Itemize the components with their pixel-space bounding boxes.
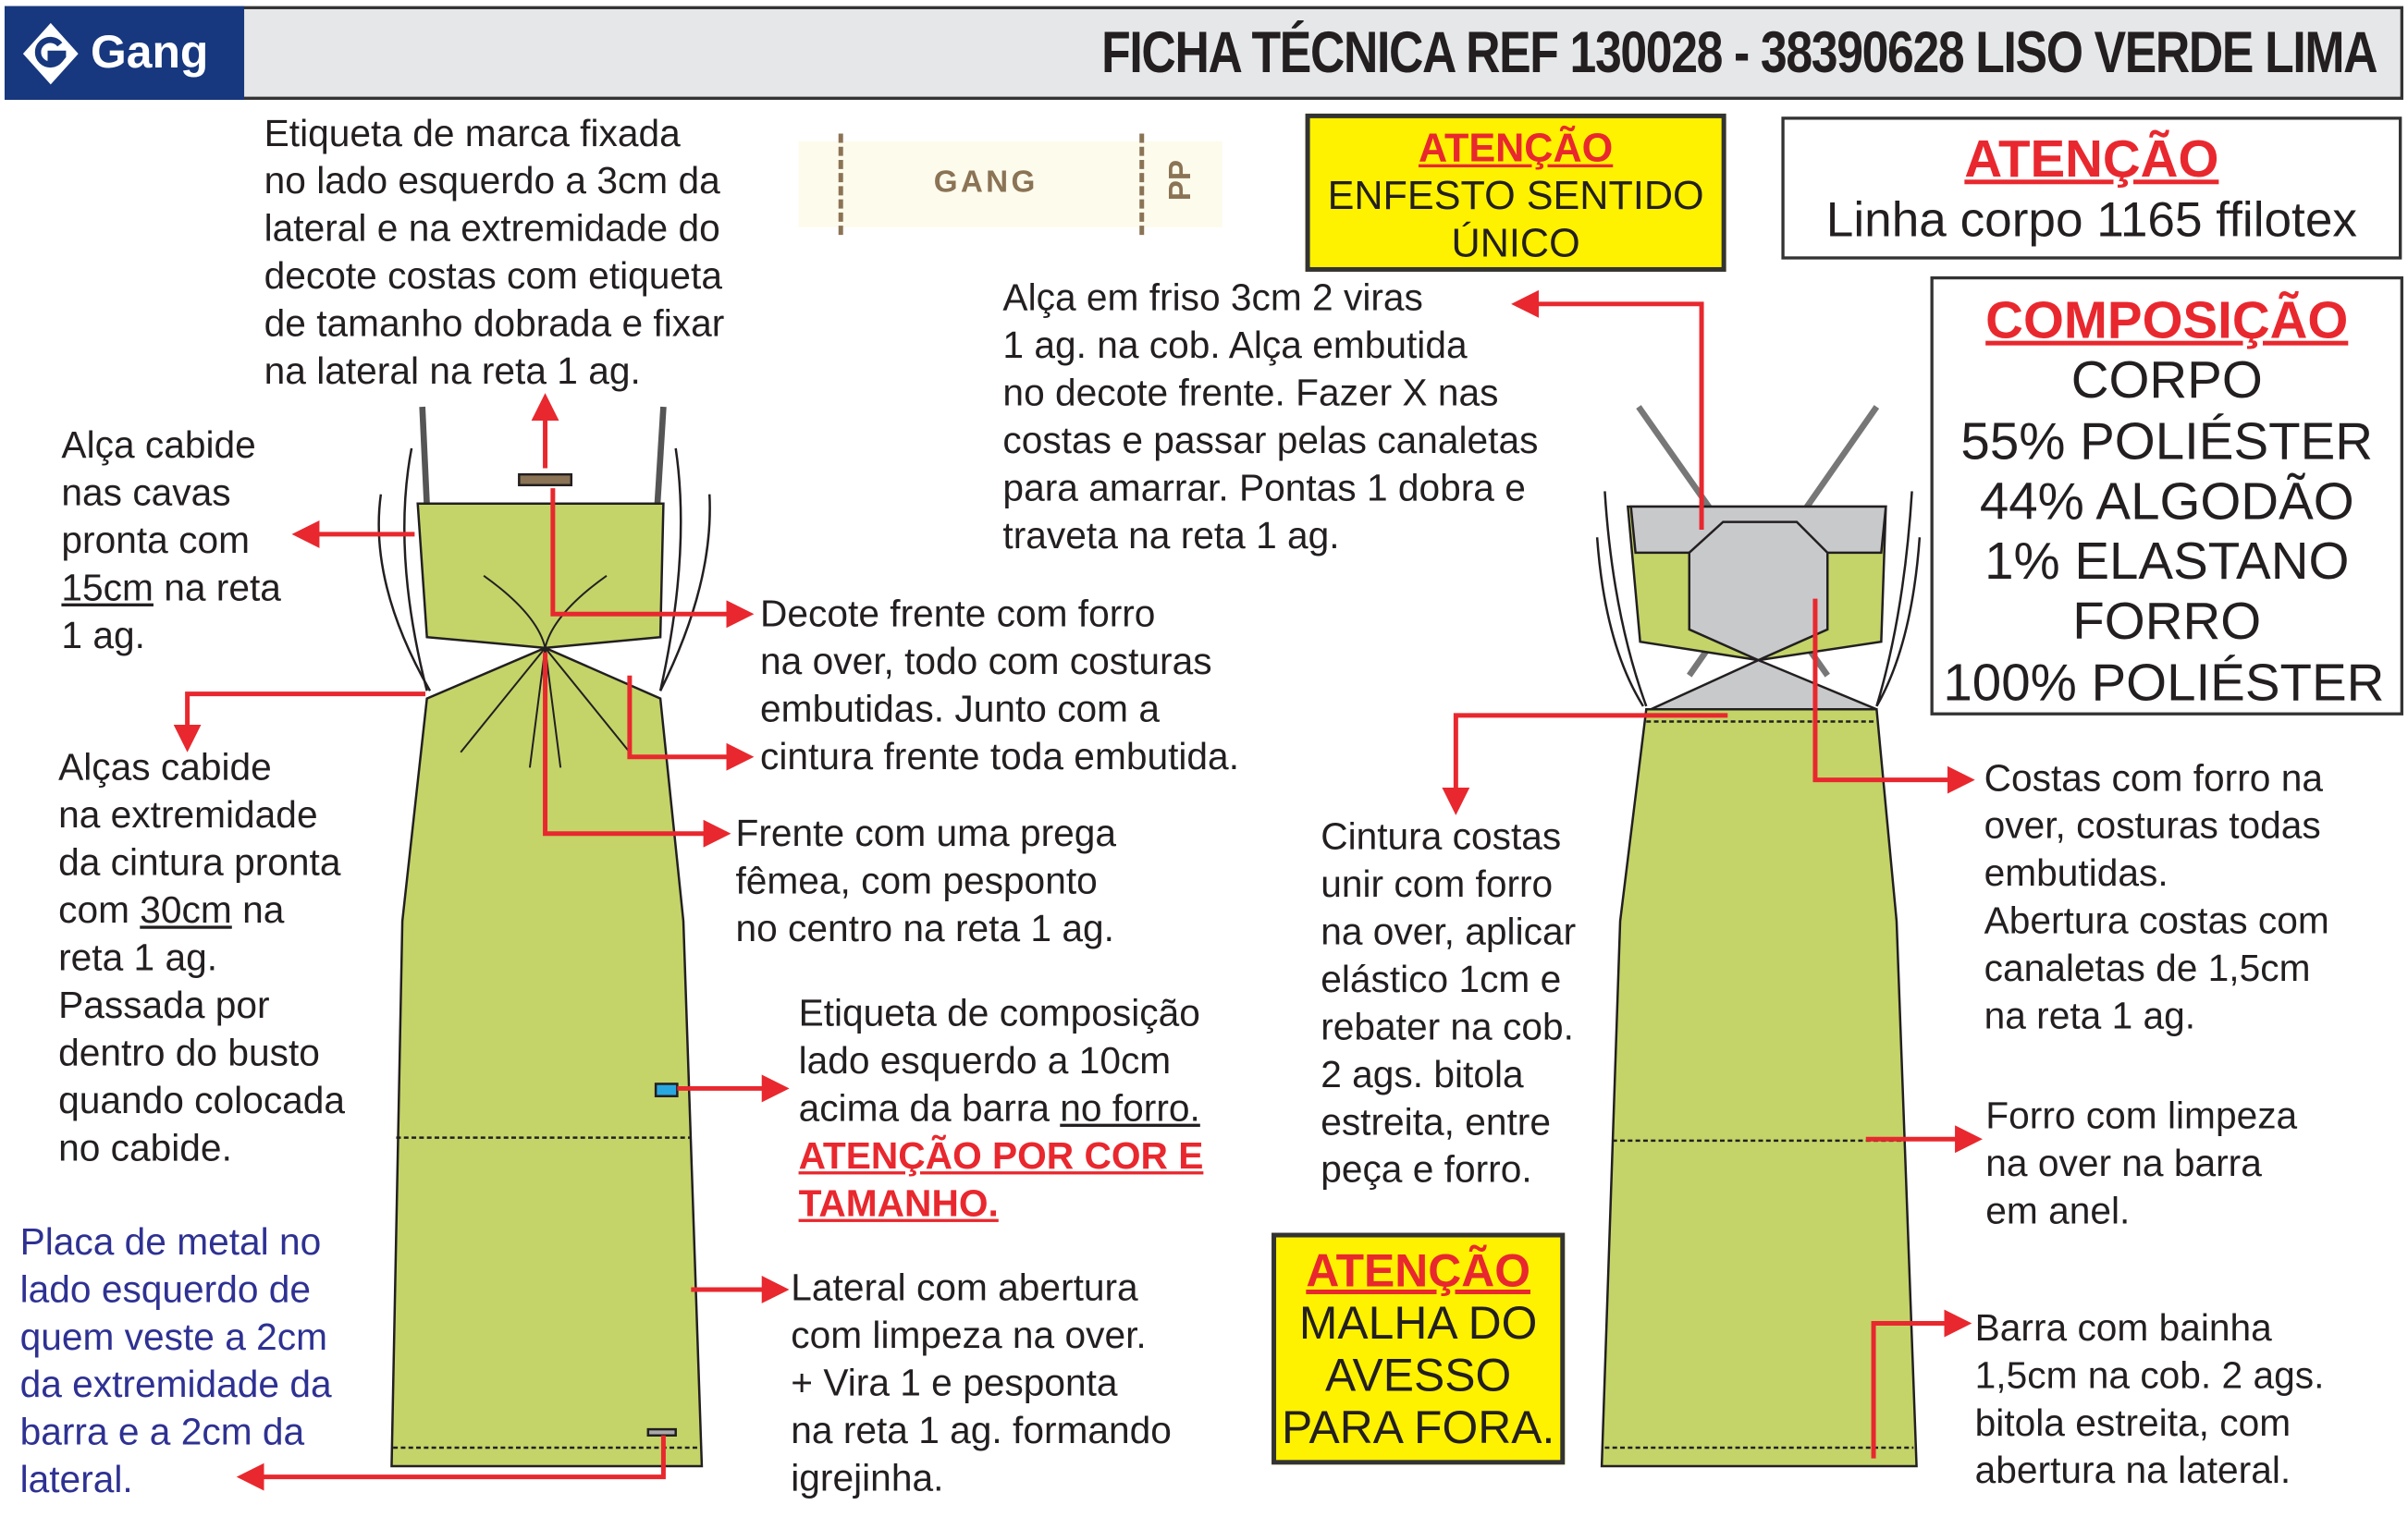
arrow xyxy=(1511,289,1704,530)
note-text: Alça cabide nas cavas pronta com xyxy=(61,425,256,562)
composition-line: 44% ALGODÃO xyxy=(1979,472,2354,532)
note-text: Etiqueta de composição lado esquerdo a 1… xyxy=(798,993,1200,1131)
composition-box: COMPOSIÇÃO CORPO 55% POLIÉSTER 44% ALGOD… xyxy=(1930,275,2403,716)
note-etiqueta-composicao: Etiqueta de composição lado esquerdo a 1… xyxy=(799,990,1204,1228)
arrow xyxy=(236,1435,666,1491)
note-lateral: Lateral com abertura com limpeza na over… xyxy=(791,1267,1172,1500)
note-alca-cabide: Alça cabide nas cavas pronta com 15cm na … xyxy=(61,422,281,660)
callout-arrows xyxy=(173,289,1983,1491)
note-costas: Costas com forro na over, costuras todas… xyxy=(1984,758,2329,1038)
note-measure: 30cm xyxy=(140,890,232,933)
note-decote: Decote frente com forro na over, todo co… xyxy=(760,593,1240,778)
note-alca-friso: Alça em friso 3cm 2 viras 1 ag. na cob. … xyxy=(1002,277,1539,557)
page-title: FICHA TÉCNICA REF 130028 - 38390628 LISO… xyxy=(1101,21,2378,86)
notice-line: MALHA DO xyxy=(1298,1298,1538,1350)
notice-line: ÚNICO xyxy=(1451,219,1580,266)
note-text: na reta 1 ag. xyxy=(61,568,281,657)
arrow xyxy=(1812,598,1975,794)
arrow xyxy=(173,691,426,752)
note-alcas-cintura: Alças cabide na extremidade da cintura p… xyxy=(58,744,345,1172)
arrow xyxy=(550,488,755,629)
notice-heading: ATENÇÃO xyxy=(1306,1246,1530,1298)
note-warning: ATENÇÃO POR COR E TAMANHO. xyxy=(798,1135,1204,1226)
enfesto-notice: ATENÇÃO ENFESTO SENTIDO ÚNICO xyxy=(1305,113,1726,272)
header-bar xyxy=(4,6,2403,100)
gang-logo-icon xyxy=(22,22,79,84)
notice-line: AVESSO xyxy=(1325,1351,1512,1402)
notice-line: ENFESTO SENTIDO xyxy=(1327,171,1704,218)
note-cintura-costas: Cintura costas unir com forro na over, a… xyxy=(1321,816,1577,1192)
notice-heading: ATENÇÃO xyxy=(1964,130,2219,190)
label-brand-text: GANG xyxy=(933,165,1038,200)
note-text: Alças cabide na extremidade da cintura p… xyxy=(58,747,341,933)
note-measure: 15cm xyxy=(61,568,154,610)
note-text: no forro. xyxy=(1060,1088,1200,1131)
notice-heading: ATENÇÃO xyxy=(1418,124,1614,171)
composition-line: 100% POLIÉSTER xyxy=(1943,654,2385,713)
arrow xyxy=(1871,1309,1972,1459)
brand-name: Gang xyxy=(90,27,209,78)
brand-logo: Gang xyxy=(4,6,245,100)
arrow xyxy=(543,652,731,848)
brand-label-image: GANG PP xyxy=(798,133,1222,236)
note-forro: Forro com limpeza na over na barra em an… xyxy=(1985,1095,2298,1233)
composition-line: 55% POLIÉSTER xyxy=(1960,412,2374,471)
composition-line: 1% ELASTANO xyxy=(1984,532,2350,592)
linha-notice: ATENÇÃO Linha corpo 1165 ffilotex xyxy=(1781,116,2402,260)
note-placa: Placa de metal no lado esquerdo de quem … xyxy=(19,1221,332,1502)
malha-notice: ATENÇÃO MALHA DO AVESSO PARA FORA. xyxy=(1272,1232,1566,1465)
composition-line: CORPO xyxy=(2070,351,2263,410)
notice-text: Linha corpo 1165 ffilotex xyxy=(1825,191,2357,248)
composition-heading: COMPOSIÇÃO xyxy=(1985,291,2349,350)
arrow xyxy=(1442,713,1728,815)
arrow xyxy=(627,675,755,771)
back-dress-drawing xyxy=(1595,405,1922,1468)
note-text: na reta 1 ag. Passada por dentro do bust… xyxy=(58,890,346,1170)
note-barra: Barra com bainha 1,5cm na cob. 2 ags. bi… xyxy=(1974,1307,2325,1493)
front-dress-drawing xyxy=(377,406,711,1468)
composition-line: FORRO xyxy=(2072,593,2262,652)
note-etiqueta-marca: Etiqueta de marca fixada no lado esquerd… xyxy=(264,113,725,394)
notice-line: PARA FORA. xyxy=(1281,1402,1555,1454)
note-frente: Frente com uma prega fêmea, com pesponto… xyxy=(735,814,1117,950)
